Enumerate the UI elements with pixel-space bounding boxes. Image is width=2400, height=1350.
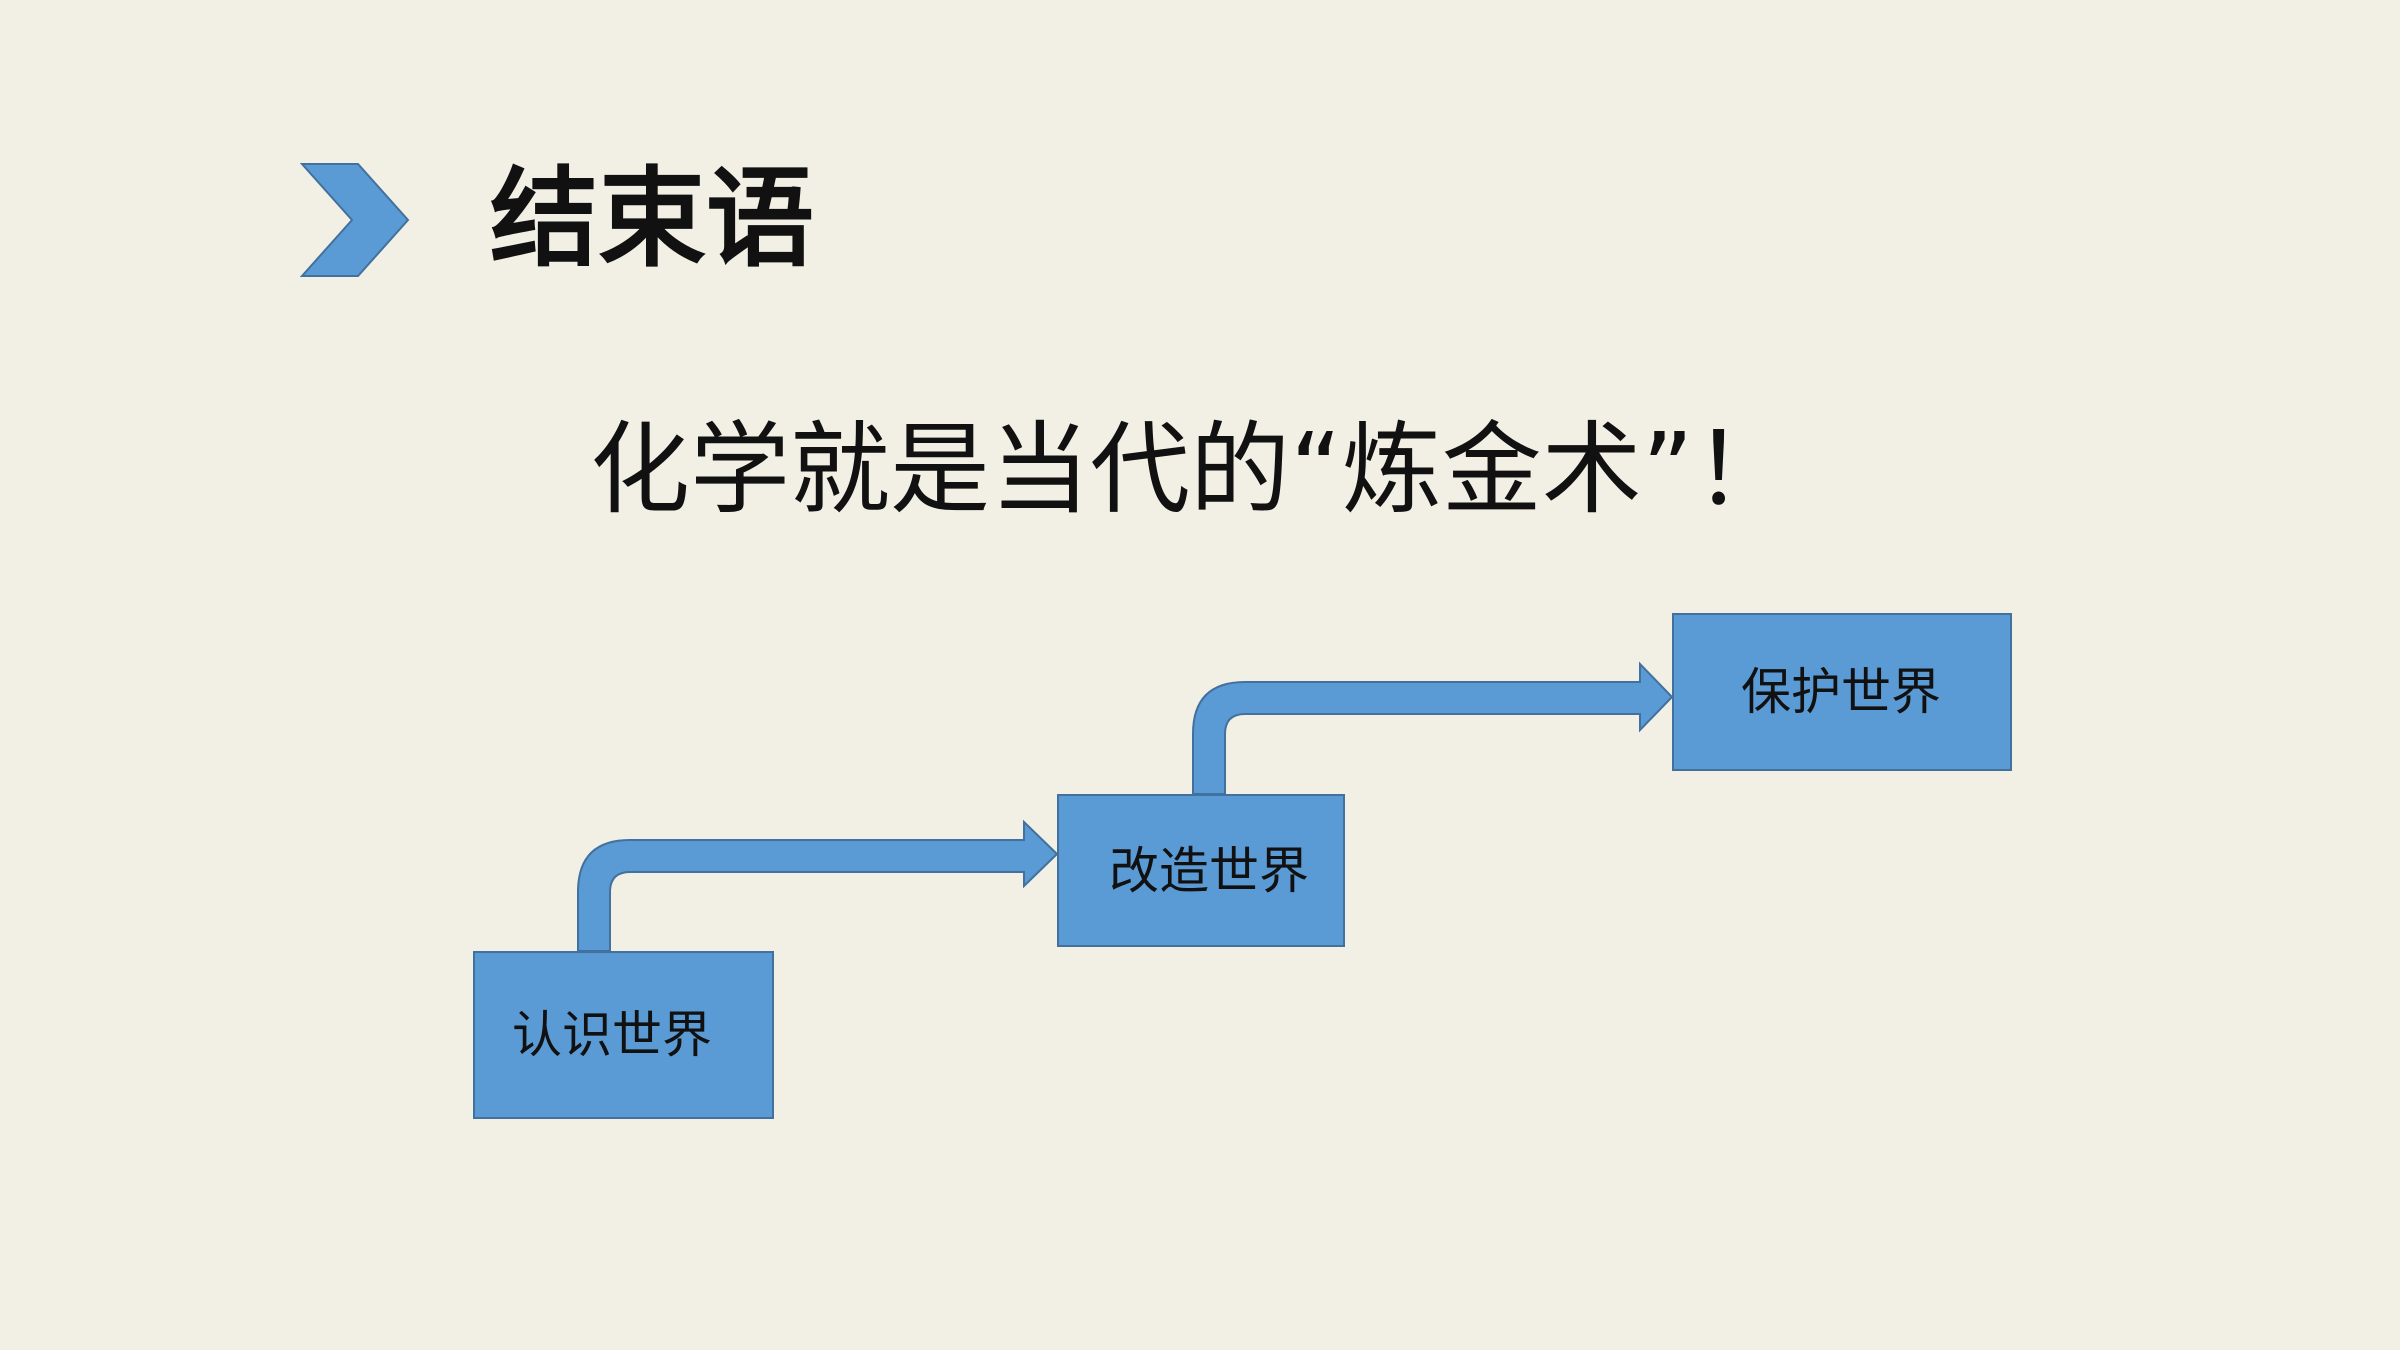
step-label: 改造世界 xyxy=(1109,841,1309,900)
step-box-understand-world: 认识世界 xyxy=(473,951,774,1119)
slide-subtitle: 化学就是当代的“炼金术”！ xyxy=(590,411,1794,528)
bent-arrow-icon xyxy=(577,819,1059,952)
step-label: 认识世界 xyxy=(512,1006,712,1064)
step-box-transform-world: 改造世界 xyxy=(1057,794,1345,947)
chevron-right-icon xyxy=(300,163,410,277)
step-label: 保护世界 xyxy=(1741,663,1941,721)
step-box-protect-world: 保护世界 xyxy=(1672,613,2012,771)
slide-title: 结束语 xyxy=(490,157,815,282)
bent-arrow-icon xyxy=(1192,661,1674,795)
